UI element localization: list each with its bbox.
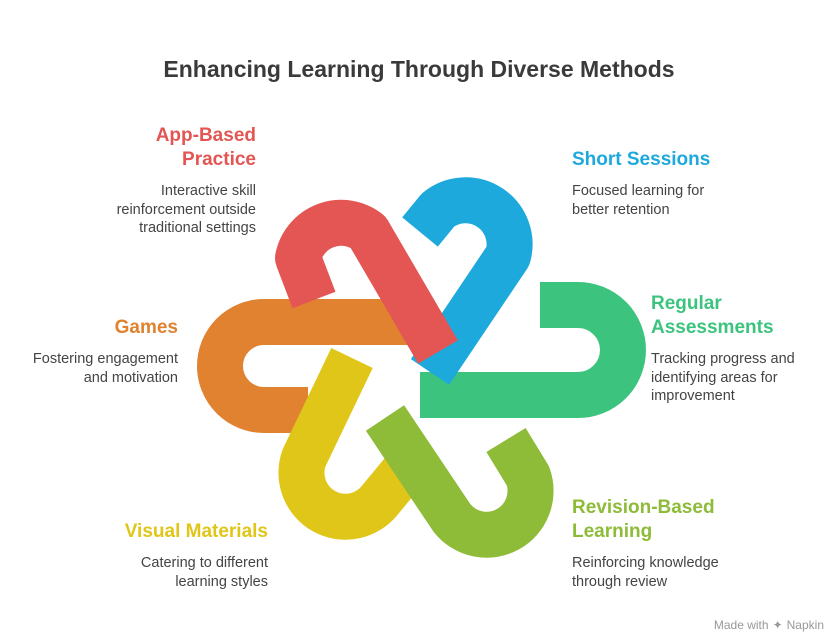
loop-visual xyxy=(278,348,426,540)
visual-head: Visual Materials xyxy=(124,521,268,542)
app-based-desc-line2: reinforcement outside xyxy=(116,201,256,218)
regular-head-line1: Regular xyxy=(651,293,722,314)
visual-desc-line2: learning styles xyxy=(175,573,268,590)
made-with-napkin-footer: Made with ✦ Napkin xyxy=(714,618,824,632)
app-based-desc-line3: traditional settings xyxy=(139,220,256,236)
revision-head-line2: Learning xyxy=(572,521,653,542)
regular-desc-line3: improvement xyxy=(651,388,735,404)
item-regular-assessments: Regular Assessments Tracking progress an… xyxy=(651,292,831,406)
games-desc-line2: and motivation xyxy=(83,369,178,386)
footer-text: Made with xyxy=(713,618,769,632)
short-sessions-desc-line2: better retention xyxy=(572,201,670,218)
item-app-based-practice: App-Based Practice Interactive skill rei… xyxy=(6,124,256,238)
item-visual-materials: Visual Materials Catering to different l… xyxy=(18,520,268,591)
loop-app xyxy=(275,199,458,364)
revision-head-line1: Revision-Based xyxy=(572,497,715,518)
app-based-head-line2: Practice xyxy=(182,149,256,170)
short-sessions-desc-line1: Focused learning for xyxy=(572,183,705,199)
regular-head-line2: Assessments xyxy=(651,317,774,338)
revision-desc-line1: Reinforcing knowledge xyxy=(572,555,719,571)
loop-short xyxy=(402,177,533,385)
page-title: Enhancing Learning Through Diverse Metho… xyxy=(163,56,675,82)
games-desc-line1: Fostering engagement xyxy=(32,351,178,367)
napkin-logo-icon: ✦ xyxy=(772,618,783,632)
app-based-desc-line1: Interactive skill xyxy=(160,183,256,199)
revision-desc-line2: through review xyxy=(572,573,668,590)
app-based-head-line1: App-Based xyxy=(155,125,256,146)
footer-brand: Napkin xyxy=(786,618,824,632)
loop-games xyxy=(197,299,410,433)
games-head: Games xyxy=(114,317,178,338)
short-sessions-head: Short Sessions xyxy=(572,149,711,170)
regular-desc-line2: identifying areas for xyxy=(651,369,778,386)
loop-regular xyxy=(420,282,646,418)
item-games: Games Fostering engagement and motivatio… xyxy=(0,316,178,387)
visual-desc-line1: Catering to different xyxy=(140,555,268,571)
loop-revision xyxy=(365,405,554,558)
item-revision-based-learning: Revision-Based Learning Reinforcing know… xyxy=(572,496,822,591)
regular-desc-line1: Tracking progress and xyxy=(651,351,795,367)
item-short-sessions: Short Sessions Focused learning for bett… xyxy=(572,148,822,219)
